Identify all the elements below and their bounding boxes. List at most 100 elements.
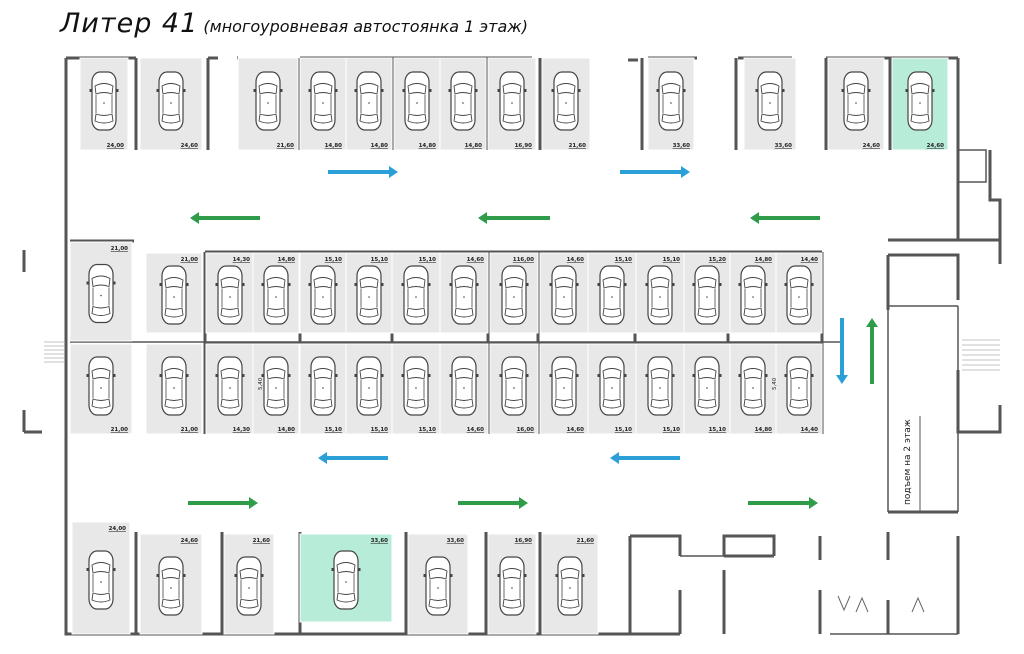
arrow-green [190, 212, 260, 224]
space-area-label: 14,60 [467, 257, 485, 263]
parking-space: 15,10 [587, 343, 637, 435]
car-icon [555, 556, 585, 616]
parking-space: 16,90 [487, 533, 537, 635]
space-area-label: 24,60 [181, 143, 199, 149]
parking-space: 15,10 [683, 343, 731, 435]
space-area-label: 21,60 [253, 538, 271, 544]
space-area-label: 21,60 [277, 143, 295, 149]
parking-space: 21,60 [541, 533, 599, 635]
car-icon [401, 265, 431, 325]
space-area-label: 15,10 [371, 257, 389, 263]
car-icon [261, 356, 291, 416]
parking-space: 15,10 [391, 343, 441, 435]
space-area-label: 14,80 [325, 143, 343, 149]
car-icon [331, 550, 361, 610]
parking-space: 16,00 [489, 343, 539, 435]
car-icon [905, 71, 935, 131]
parking-space: 21,60 [237, 57, 299, 151]
parking-space: 21,00 [145, 343, 203, 435]
ramp-label: подъем на 2 этаж [903, 419, 913, 505]
space-area-label: 14,80 [755, 257, 773, 263]
parking-space: 14,60 [439, 252, 489, 334]
parking-space: 14,80 [299, 57, 347, 151]
space-area-label: 15,10 [615, 427, 633, 433]
car-icon [423, 556, 453, 616]
space-area-label: 33,60 [775, 143, 793, 149]
space-area-label: 15,10 [663, 427, 681, 433]
parking-space: 14,80 [393, 57, 441, 151]
space-area-label: 21,60 [569, 143, 587, 149]
space-area-label: 21,60 [577, 538, 595, 544]
traffic-arrows [188, 166, 878, 509]
parking-space: 15,10 [635, 343, 685, 435]
space-area-label: 21,00 [111, 427, 129, 433]
parking-space: 14,30 [205, 343, 255, 435]
car-icon [215, 356, 245, 416]
space-area-label: 14,60 [467, 427, 485, 433]
arrow-green [458, 497, 528, 509]
dimension-mark: 5,40 [258, 377, 264, 390]
car-icon [261, 265, 291, 325]
parking-space: 21,00 [69, 343, 133, 435]
car-icon [499, 356, 529, 416]
parking-space: 21,00 [145, 252, 203, 334]
car-icon [497, 556, 527, 616]
space-area-label: 14,60 [567, 427, 585, 433]
space-area-label: 16,90 [515, 143, 533, 149]
space-area-label: 15,10 [663, 257, 681, 263]
parking-space: 14,80 [729, 343, 777, 435]
arrow-blue [836, 318, 848, 384]
car-icon [354, 265, 384, 325]
parking-space: 15,10 [587, 252, 637, 334]
parking-space: 14,30 [205, 252, 255, 334]
parking-space: 24,60 [827, 57, 885, 151]
parking-space: 24,60 [139, 533, 203, 635]
parking-space: 15,10 [345, 343, 393, 435]
car-icon [308, 356, 338, 416]
parking-space: 14,60 [539, 343, 589, 435]
parking-space: 21,00 [69, 241, 133, 342]
arrow-green [866, 318, 878, 384]
space-area-label: 14,60 [567, 257, 585, 263]
parking-space: 14,40 [775, 343, 823, 435]
parking-space: 33,60 [743, 57, 797, 151]
parking-space: 15,10 [299, 343, 347, 435]
arrow-green [750, 212, 820, 224]
stairs-right [962, 339, 1000, 371]
space-area-label: 21,00 [181, 257, 199, 263]
car-icon [841, 71, 871, 131]
space-area-label: 24,60 [927, 143, 945, 149]
space-area-label: 14,80 [278, 257, 296, 263]
car-icon [156, 556, 186, 616]
space-area-label: 33,60 [371, 538, 389, 544]
car-icon [755, 71, 785, 131]
car-icon [738, 356, 768, 416]
car-icon [656, 71, 686, 131]
parking-space: 21,60 [223, 533, 275, 635]
parking-space: 15,10 [391, 252, 441, 334]
car-icon [499, 265, 529, 325]
parking-space: 33,60 [647, 57, 695, 151]
parking-space: 14,80 [252, 343, 300, 435]
space-area [541, 533, 599, 635]
car-icon [449, 265, 479, 325]
car-icon [308, 71, 338, 131]
parking-space: 15,10 [299, 252, 347, 334]
car-icon [156, 71, 186, 131]
parking-space: 16,90 [487, 57, 537, 151]
plan-title: Литер 41 (многоуровневая автостоянка 1 э… [60, 8, 528, 48]
parking-space: 24,60 [139, 57, 203, 151]
parking-space: 15,10 [635, 252, 685, 334]
car-icon [159, 356, 189, 416]
arrow-blue [318, 452, 388, 464]
car-icon [784, 356, 814, 416]
car-icon [692, 356, 722, 416]
stairs-left [44, 341, 66, 363]
dimension-mark: 5,40 [772, 377, 778, 390]
space-area-label: 24,00 [107, 143, 125, 149]
parking-space: 14,60 [439, 343, 489, 435]
car-icon [308, 265, 338, 325]
parking-space: 14,80 [345, 57, 393, 151]
